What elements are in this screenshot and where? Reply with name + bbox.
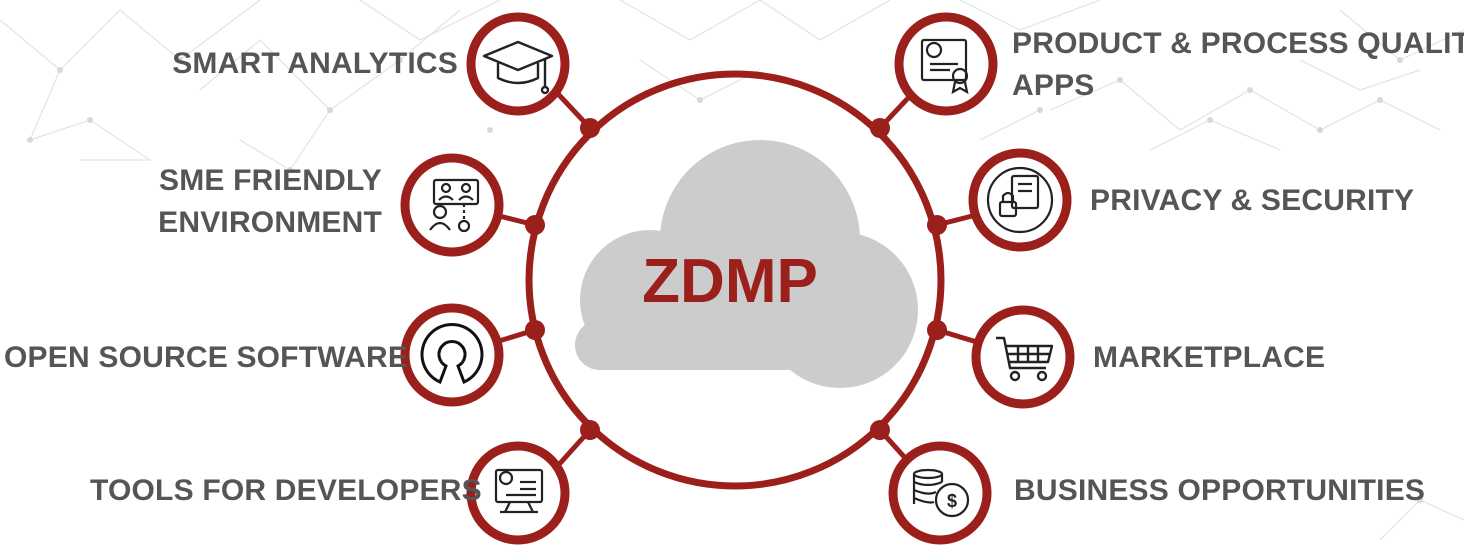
coins-dollar-icon: $ [912, 468, 970, 518]
svg-text:$: $ [947, 491, 957, 511]
hub-label: ZDMP [642, 247, 818, 316]
label-product-quality-line-2: APPS [1012, 69, 1095, 102]
label-product-quality-line-1: PRODUCT & PROCESS QUALITY [1012, 27, 1464, 60]
label-business-opportunities-line: BUSINESS OPPORTUNITIES [1014, 474, 1426, 507]
label-smart-analytics-line: SMART ANALYTICS [172, 47, 458, 80]
label-product-quality: PRODUCT & PROCESS QUALITY APPS [1012, 23, 1464, 107]
label-tools-developers: TOOLS FOR DEVELOPERS [90, 470, 482, 512]
label-open-source: OPEN SOURCE SOFTWARE [4, 337, 409, 379]
label-smart-analytics: SMART ANALYTICS [150, 43, 458, 85]
connector-dots [525, 118, 947, 440]
label-privacy-security: PRIVACY & SECURITY [1090, 180, 1414, 222]
main-ring [525, 70, 945, 490]
label-marketplace: MARKETPLACE [1093, 337, 1325, 379]
label-marketplace-line: MARKETPLACE [1093, 341, 1326, 374]
label-sme-friendly-line-2: ENVIRONMENT [158, 206, 382, 239]
shopping-cart-icon [996, 336, 1054, 382]
label-sme-friendly-line-1: SME FRIENDLY [159, 164, 382, 197]
users-network-icon [429, 178, 480, 233]
cloud-shape [575, 140, 918, 388]
open-source-icon [420, 323, 484, 385]
label-privacy-security-line: PRIVACY & SECURITY [1090, 184, 1415, 217]
label-business-opportunities: BUSINESS OPPORTUNITIES [1014, 470, 1425, 512]
developer-monitor-icon [494, 468, 544, 514]
graduation-cap-icon [482, 40, 554, 95]
background-nodes [27, 57, 1423, 503]
secure-document-icon [986, 166, 1054, 234]
label-tools-developers-line: TOOLS FOR DEVELOPERS [90, 474, 482, 507]
label-sme-friendly: SME FRIENDLY ENVIRONMENT [120, 160, 382, 244]
label-open-source-line: OPEN SOURCE SOFTWARE [4, 341, 409, 374]
certificate-icon [920, 38, 969, 95]
